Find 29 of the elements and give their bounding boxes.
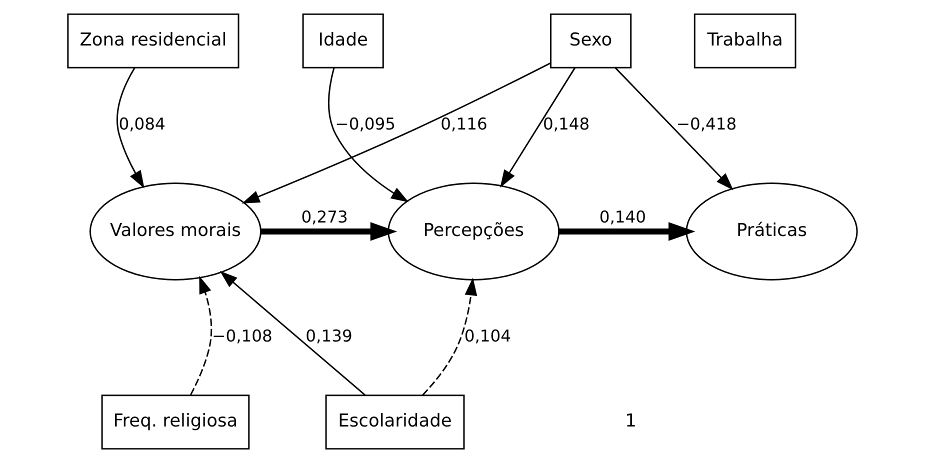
- node-box: Idade: [302, 13, 384, 68]
- edge-label: −0,095: [335, 114, 396, 134]
- edge-label: 0,084: [118, 114, 166, 134]
- node-box: Freq. religiosa: [101, 394, 250, 450]
- arrow: [559, 222, 696, 241]
- edge-label: 0,140: [599, 207, 646, 226]
- node-box: Zona residencial: [67, 13, 240, 68]
- edge-label: −0,418: [676, 114, 737, 134]
- node-box: Sexo: [550, 13, 632, 68]
- node-ellipse: Percepções: [388, 182, 560, 280]
- arrow: [500, 67, 576, 188]
- edge-label: 0,273: [301, 207, 348, 226]
- edge-label: 0,139: [306, 326, 352, 346]
- arrow: [242, 62, 551, 204]
- edge-label: 0,104: [464, 326, 512, 346]
- node-box: Escolaridade: [325, 394, 465, 450]
- arrow: [116, 67, 144, 188]
- arrow: [422, 278, 478, 396]
- arrow: [614, 67, 734, 190]
- arrow: [328, 67, 409, 202]
- node-ellipse: Práticas: [686, 182, 858, 280]
- node-box: Trabalha: [694, 13, 796, 68]
- label: 1: [625, 410, 637, 432]
- edge-label: −0,108: [212, 326, 272, 346]
- arrow: [220, 270, 366, 396]
- edge-label: 0,148: [543, 114, 590, 134]
- arrow: [260, 222, 398, 241]
- arrow: [190, 276, 212, 396]
- edge-label: 0,116: [440, 114, 488, 134]
